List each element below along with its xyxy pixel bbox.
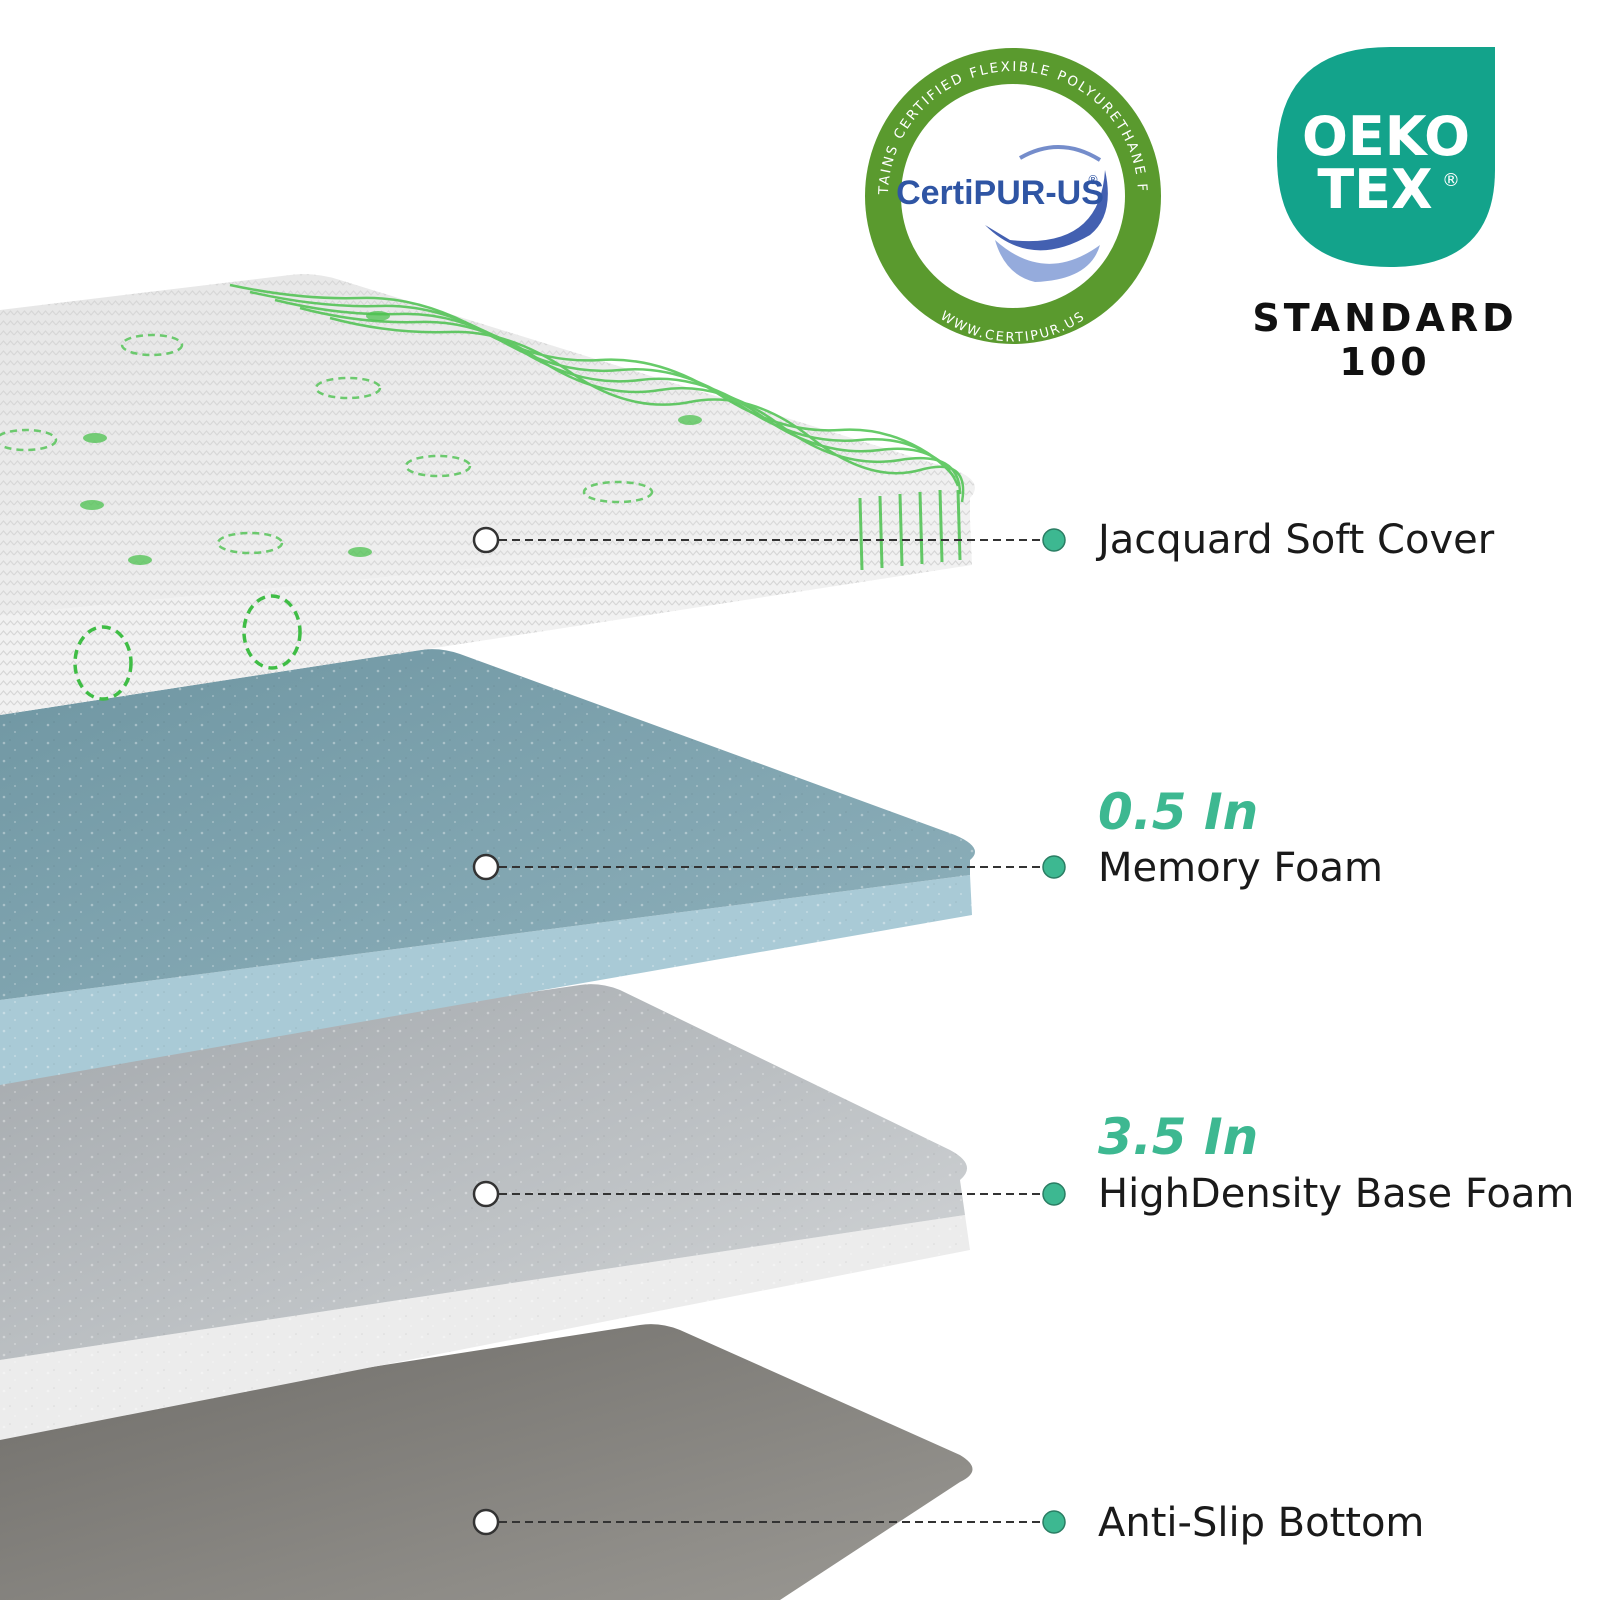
memory-foam-layer [0,649,975,1085]
oeko-tex-line2: TEX [1317,158,1432,221]
callout-start-dot [472,1180,500,1208]
callout-memory-foam [472,853,1066,881]
base-foam-layer [0,984,970,1440]
anti-slip-bottom-layer [0,1324,973,1600]
layer-label-base-foam: HighDensity Base Foam [1098,1171,1575,1217]
oeko-tex-registered-mark: ® [1442,170,1460,191]
callout-start-dot [472,526,500,554]
oeko-tex-standard-label: STANDARD [1252,296,1518,340]
callout-end-dot [1042,855,1066,879]
layer-thickness-memory-foam: 0.5 In [1098,783,1259,841]
callout-jacquard [472,526,1066,554]
callout-start-dot [472,853,500,881]
callout-start-dot [472,1508,500,1536]
oeko-tex-standard-number: 100 [1339,340,1431,384]
certipur-registered-mark: ® [1087,173,1099,187]
callout-end-dot [1042,1510,1066,1534]
jacquard-cover-layer [0,274,975,715]
callout-base-foam [472,1180,1066,1208]
oeko-tex-badge: OEKO TEX ® [1277,47,1495,267]
certipur-name: CertiPUR-US [896,174,1104,212]
callout-end-dot [1042,528,1066,552]
layer-label-anti-slip-bottom: Anti-Slip Bottom [1098,1500,1425,1546]
layer-label-jacquard-cover: Jacquard Soft Cover [1098,517,1495,563]
layer-thickness-base-foam: 3.5 In [1098,1108,1259,1166]
certipur-swoosh-icon [985,170,1108,251]
layer-label-memory-foam: Memory Foam [1098,845,1383,891]
oeko-tex-leaf-icon [1277,47,1495,267]
oeko-tex-line1: OEKO [1302,105,1470,168]
certipur-inner [901,84,1125,308]
callout-anti-slip [472,1508,1066,1536]
callout-end-dot [1042,1182,1066,1206]
